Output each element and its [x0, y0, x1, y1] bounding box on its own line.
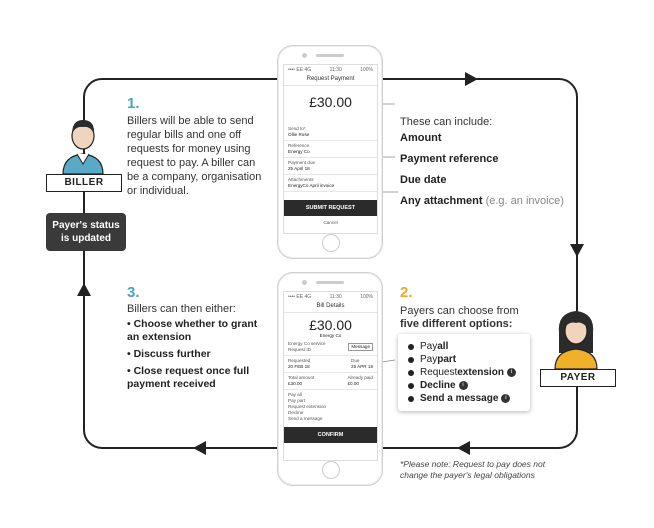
message-button[interactable]: Message [348, 343, 373, 351]
info-icon: i [506, 368, 516, 377]
person-icon [554, 311, 598, 370]
status-box: Payer's status is updated [46, 213, 126, 251]
arrow-right-top [465, 72, 478, 86]
phone-1-amount: £30.00 [309, 94, 352, 110]
include-item: Payment reference [400, 153, 499, 165]
include-item: Due date [400, 174, 447, 186]
option-pay-part[interactable]: Pay part [408, 353, 520, 366]
arrow-up-left [77, 283, 91, 296]
person-icon [62, 120, 104, 175]
step-1-text: Billers will be able to send regular bil… [127, 115, 262, 197]
step-3-number: 3. [127, 284, 140, 301]
phone-1-title: Request Payment [284, 73, 377, 86]
info-icon: i [501, 394, 511, 403]
status-text: Payer's status is updated [52, 220, 120, 244]
info-icon: i [458, 381, 468, 390]
phone-2-title: Bill Details [284, 300, 377, 313]
step-2-text-b: five different options: [400, 318, 513, 330]
phone-2-amount: £30.00 [309, 317, 352, 333]
submit-request-button[interactable]: SUBMIT REQUEST [284, 200, 377, 216]
phone-1-cancel[interactable]: Cancel [323, 220, 338, 225]
payer-label: PAYER [540, 369, 616, 387]
step-2-number: 2. [400, 284, 413, 301]
confirm-button[interactable]: CONFIRM [284, 427, 377, 443]
payer-avatar [545, 305, 607, 370]
bullet-item: • Close request once full payment receiv… [127, 365, 250, 390]
step-3-bullets: • Choose whether to grant an extension •… [127, 318, 267, 395]
option-pay-all[interactable]: Pay all [408, 340, 520, 353]
bullet-item: • Discuss further [127, 348, 211, 360]
step-2-text-a: Payers can choose from [400, 305, 519, 317]
step-1-number: 1. [127, 95, 140, 112]
biller-avatar [53, 112, 113, 175]
step-3-intro: Billers can then either: [127, 303, 236, 315]
includes-list: Amount Payment reference Due date Any at… [400, 132, 564, 216]
include-item: Amount [400, 132, 442, 144]
legal-note: *Please note: Request to pay does not ch… [400, 459, 546, 480]
arrow-down-right [570, 244, 584, 257]
arrow-left-bottom-right [457, 441, 470, 455]
arrow-left-bottom-left [193, 441, 206, 455]
biller-label: BILLER [46, 174, 122, 192]
include-item: Any attachment (e.g. an invoice) [400, 195, 564, 207]
bullet-item: • Choose whether to grant an extension [127, 318, 258, 343]
includes-heading: These can include: [400, 116, 493, 128]
